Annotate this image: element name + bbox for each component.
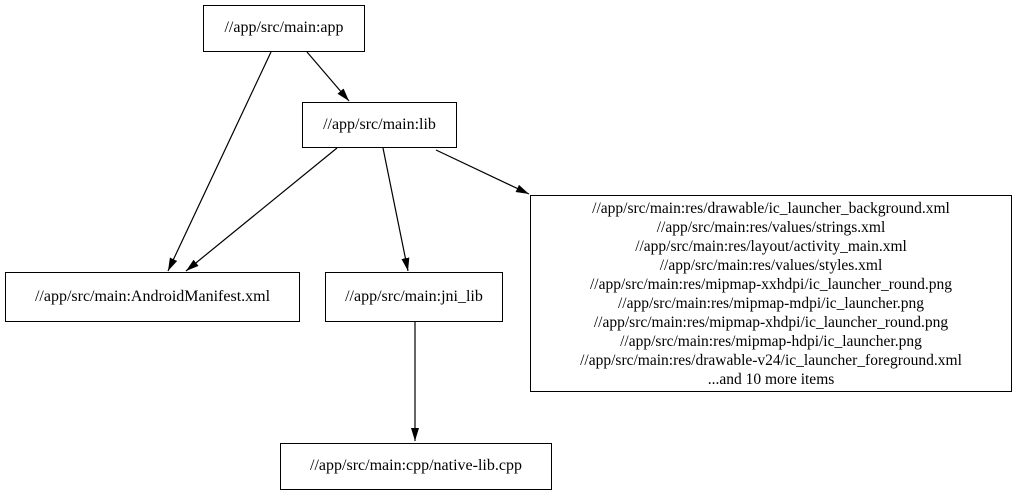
res-list-line: //app/src/main:res/values/strings.xml [656, 218, 886, 236]
edge-app-to-lib [306, 51, 350, 102]
node-android-manifest-label: //app/src/main:AndroidManifest.xml [34, 287, 271, 305]
node-app-label: //app/src/main:app [224, 19, 344, 37]
res-list-line: //app/src/main:res/drawable/ic_launcher_… [592, 199, 950, 217]
node-app: //app/src/main:app [203, 5, 365, 52]
node-native-lib-cpp: //app/src/main:cpp/native-lib.cpp [280, 443, 552, 490]
res-list-line: //app/src/main:res/drawable-v24/ic_launc… [580, 351, 962, 369]
res-list-line: //app/src/main:res/mipmap-xxhdpi/ic_laun… [589, 275, 952, 293]
res-list-line: //app/src/main:res/values/styles.xml [659, 256, 883, 274]
res-list-line: //app/src/main:res/mipmap-xhdpi/ic_launc… [593, 313, 949, 331]
node-jni-lib: //app/src/main:jni_lib [325, 272, 503, 322]
res-list-line: //app/src/main:res/layout/activity_main.… [635, 237, 907, 255]
edge-lib-to-jni-lib [382, 147, 410, 272]
edge-app-to-android-manifest [167, 51, 272, 272]
node-jni-lib-label: //app/src/main:jni_lib [345, 287, 483, 305]
node-lib-label: //app/src/main:lib [323, 115, 436, 133]
res-list-line: //app/src/main:res/mipmap-mdpi/ic_launch… [617, 294, 925, 312]
edge-lib-to-res-list [435, 149, 530, 195]
node-android-manifest: //app/src/main:AndroidManifest.xml [5, 272, 300, 322]
res-list-more-items: ...and 10 more items [707, 370, 835, 388]
edge-lib-to-android-manifest [185, 147, 338, 272]
node-native-lib-cpp-label: //app/src/main:cpp/native-lib.cpp [310, 457, 522, 475]
res-list-line: //app/src/main:res/mipmap-hdpi/ic_launch… [620, 332, 922, 350]
node-lib: //app/src/main:lib [302, 102, 457, 148]
node-res-file-list: //app/src/main:res/drawable/ic_launcher_… [530, 195, 1012, 392]
